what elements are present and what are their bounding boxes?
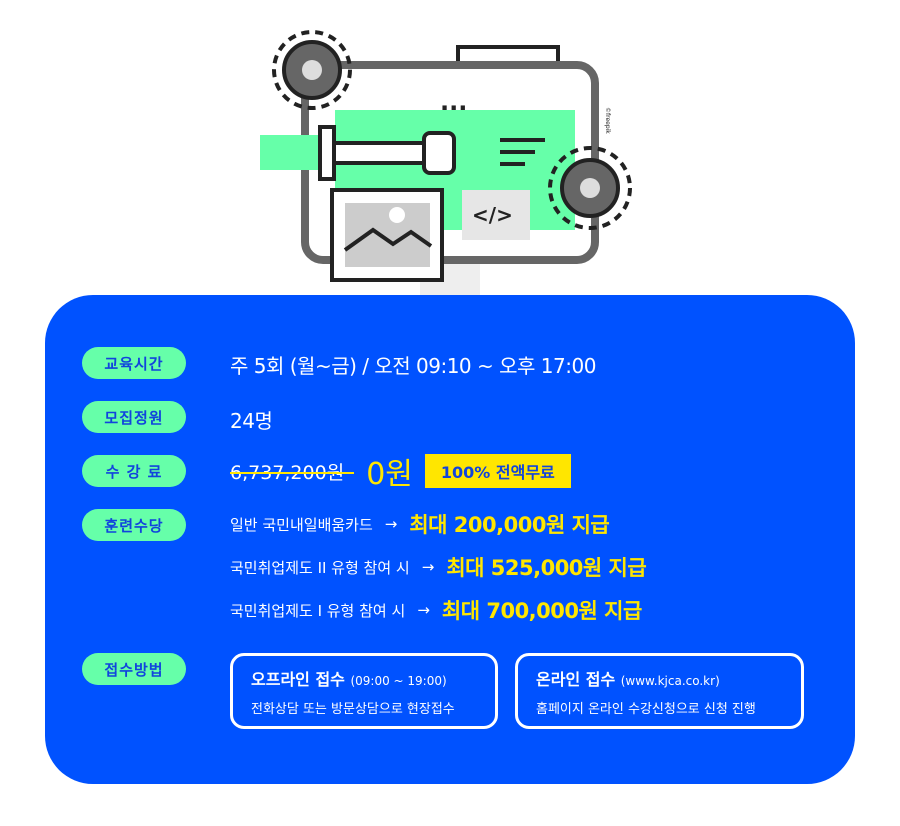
offline-title: 오프라인 접수	[251, 670, 345, 689]
online-url[interactable]: (www.kjca.co.kr)	[620, 674, 720, 688]
online-desc: 홈페이지 온라인 수강신청으로 신청 진행	[536, 702, 756, 717]
web-development-illustration: ... </> ©freepik	[260, 30, 632, 295]
allowance-item: 국민취업제도 II 유형 참여 시 → 최대 525,000원 지급	[230, 552, 647, 582]
online-apply-box: 온라인 접수 (www.kjca.co.kr) 홈페이지 온라인 수강신청으로 …	[515, 653, 804, 729]
fee-row: 6,737,200원 0원 100% 전액무료	[230, 449, 571, 493]
svg-text:</>: </>	[472, 203, 513, 227]
allowance-text: 국민취업제도 II 유형 참여 시	[230, 558, 410, 577]
allowance-text: 국민취업제도 I 유형 참여 시	[230, 601, 406, 620]
schedule-label: 교육시간	[82, 347, 186, 379]
arrow-icon: →	[384, 515, 398, 533]
allowance-amount: 최대 200,000원 지급	[409, 513, 610, 537]
arrow-icon: →	[417, 601, 430, 619]
online-title: 온라인 접수	[536, 670, 616, 689]
arrow-icon: →	[421, 558, 435, 576]
capacity-value: 24명	[230, 409, 273, 433]
svg-text:©freepik: ©freepik	[604, 107, 611, 134]
allowance-label: 훈련수당	[82, 509, 186, 541]
offline-desc: 전화상담 또는 방문상담으로 현장접수	[251, 702, 455, 717]
allowance-amount: 최대 700,000원 지급	[441, 599, 642, 623]
offline-hours: (09:00 ~ 19:00)	[350, 674, 447, 688]
course-info-card: 교육시간 주 5회 (월~금) / 오전 09:10 ~ 오후 17:00 모집…	[45, 295, 855, 784]
fee-label: 수 강 료	[82, 455, 186, 487]
capacity-label: 모집정원	[82, 401, 186, 433]
allowance-item: 국민취업제도 I 유형 참여 시 → 최대 700,000원 지급	[230, 595, 642, 625]
original-fee: 6,737,200원	[230, 458, 355, 485]
offline-apply-box: 오프라인 접수 (09:00 ~ 19:00) 전화상담 또는 방문상담으로 현…	[230, 653, 498, 729]
final-fee: 0원	[366, 457, 413, 492]
schedule-value: 주 5회 (월~금) / 오전 09:10 ~ 오후 17:00	[230, 354, 596, 378]
free-badge: 100% 전액무료	[424, 454, 571, 488]
allowance-item: 일반 국민내일배움카드 → 최대 200,000원 지급	[230, 509, 610, 539]
gear-icon	[272, 30, 352, 110]
allowance-text: 일반 국민내일배움카드	[230, 515, 373, 534]
gear-icon	[548, 146, 632, 230]
apply-label: 접수방법	[82, 653, 186, 685]
allowance-amount: 최대 525,000원 지급	[446, 556, 647, 580]
